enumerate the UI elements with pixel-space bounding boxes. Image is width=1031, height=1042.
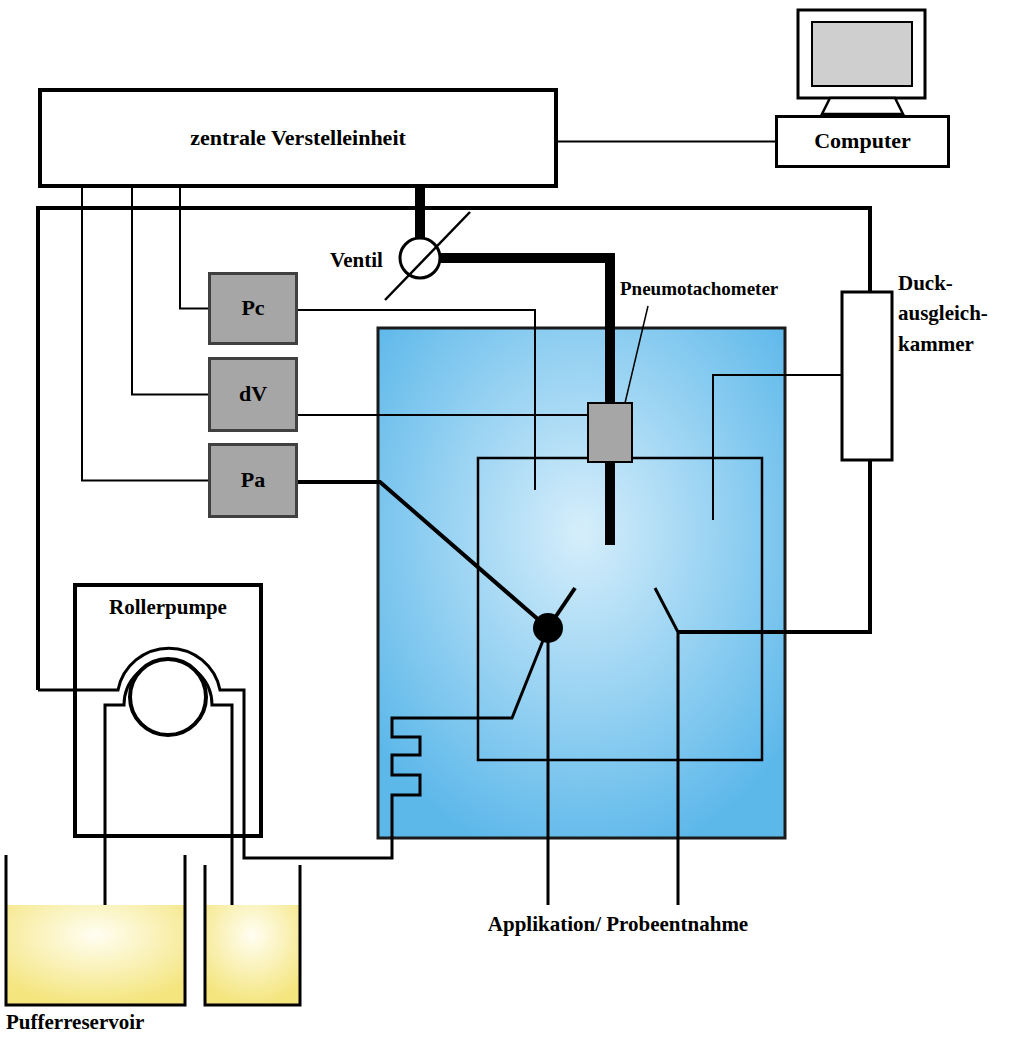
compensation-chamber [842, 292, 892, 460]
reservoir-label: Pufferreservoir [6, 1010, 144, 1035]
signal-wire [82, 188, 208, 481]
port-label: Applikation/ Probeentnahme [488, 912, 748, 937]
sensor-box: Pc [208, 272, 298, 345]
node-text: Computer [814, 128, 911, 154]
node-text: Pc [241, 295, 264, 321]
pa-sensor-line [298, 482, 548, 628]
perfusate-line [38, 208, 870, 690]
leader-line [625, 306, 648, 403]
node-text: dV [239, 381, 267, 407]
device-label: Pneumotachometer [620, 278, 778, 301]
chamber-pressure-line [713, 375, 842, 520]
valve-symbol [400, 238, 440, 278]
valve-label: Ventil [330, 248, 383, 273]
sampling-line [547, 628, 550, 905]
signal-wire [558, 141, 775, 143]
sensor-box: dV [208, 357, 298, 432]
buffer-liquid [6, 905, 185, 1005]
pressure-chamber [478, 458, 762, 760]
water-bath [378, 328, 785, 838]
signal-wire [180, 188, 208, 309]
pump-box: Rollerpumpe [73, 583, 263, 838]
pc-sensor-line [298, 310, 535, 490]
control-unit: zentrale Verstelleinheit [38, 88, 558, 188]
airway-line [415, 188, 425, 238]
airway-line [440, 258, 610, 545]
computer-box: Computer [775, 115, 950, 168]
signal-wire [132, 188, 208, 395]
perfusate-tubing [38, 628, 548, 858]
buffer-beaker [205, 865, 300, 1005]
dv-sensor-line [298, 414, 588, 416]
node-text: zentrale Verstelleinheit [190, 125, 406, 151]
pump-roller [130, 659, 206, 735]
perfusate-line [678, 460, 870, 632]
sensor-box: Pa [208, 443, 298, 518]
monitor-stand [822, 98, 903, 114]
node-text: Pa [241, 467, 265, 493]
monitor-screen [812, 22, 912, 86]
pneumotachometer-symbol [588, 403, 632, 462]
chamber-label: Duck- ausgleich- kammer [898, 268, 988, 359]
buffer-beaker [6, 855, 185, 1005]
venous-cannula [655, 588, 678, 905]
monitor-frame [798, 10, 925, 98]
node-text: Rollerpumpe [109, 595, 227, 620]
buffer-liquid [205, 905, 300, 1005]
